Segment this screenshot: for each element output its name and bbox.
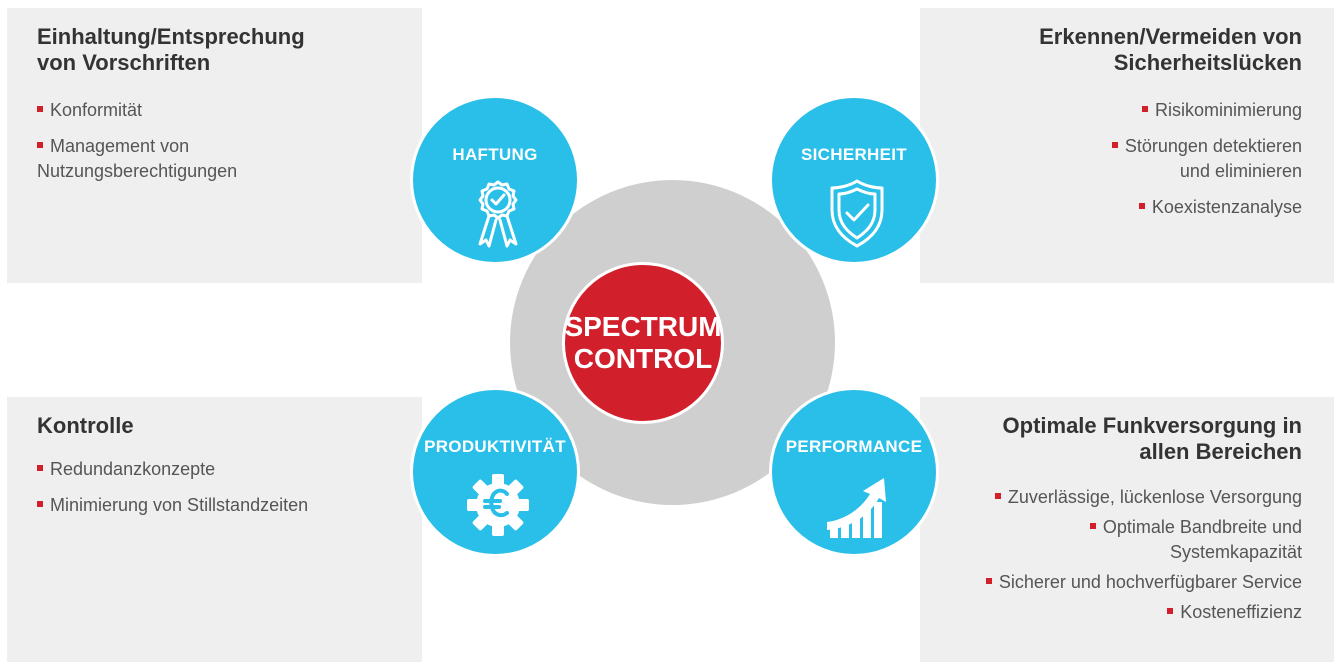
- bullet-marker: [985, 578, 992, 585]
- bullet-marker: [1089, 523, 1096, 530]
- center-title-line1: SPECTRUM: [564, 311, 722, 342]
- list-item: Risikominimierung: [1112, 98, 1302, 123]
- list-item: Zuverlässige, lückenlose Versorgung: [986, 485, 1302, 510]
- bubble-label: SICHERHEIT: [801, 145, 907, 164]
- bullet-marker: [37, 501, 43, 508]
- bullet-list: Redundanzkonzepte Minimierung von Stills…: [37, 457, 308, 529]
- list-item: Konformität: [37, 98, 237, 123]
- bubble-label: HAFTUNG: [452, 145, 538, 164]
- list-item: Redundanzkonzepte: [37, 457, 308, 482]
- bubble-label: PRODUKTIVITÄT: [424, 437, 566, 456]
- panel-control: Kontrolle Redundanzkonzepte Minimierung …: [7, 397, 422, 662]
- panel-radio-coverage: Optimale Funkversorgung in allen Bereich…: [920, 397, 1334, 662]
- list-item: Minimierung von Stillstandzeiten: [37, 493, 308, 518]
- bubble-produktivitaet: PRODUKTIVITÄT: [410, 387, 580, 557]
- bullet-marker: [1138, 203, 1145, 210]
- list-item: Sicherer und hochverfügbarer Service: [985, 570, 1302, 595]
- bubble-label: PERFORMANCE: [785, 437, 923, 456]
- bullet-marker: [1167, 608, 1174, 615]
- center-title-line2: CONTROL: [573, 343, 713, 374]
- panel-heading: Optimale Funkversorgung in allen Bereich…: [1002, 413, 1302, 464]
- bullet-marker: [37, 465, 43, 472]
- bullet-list: Zuverlässige, lückenlose Versorgung Opti…: [985, 485, 1302, 630]
- panel-heading: Erkennen/Vermeiden von Sicherheitslücken: [1039, 24, 1302, 75]
- list-item: Kosteneffizienz: [986, 600, 1302, 625]
- bubble-haftung: HAFTUNG: [410, 95, 580, 265]
- bullet-marker: [37, 142, 43, 149]
- panel-heading: Kontrolle: [37, 413, 134, 438]
- shield-check-icon: [830, 179, 884, 248]
- bullet-marker: [37, 106, 43, 113]
- panel-heading: Einhaltung/Entsprechung von Vorschriften: [37, 24, 305, 75]
- gear-euro-icon: [467, 474, 529, 536]
- growth-chart-icon: [827, 478, 886, 538]
- bullet-marker: [994, 493, 1001, 500]
- panel-security-gaps: Erkennen/Vermeiden von Sicherheitslücken…: [920, 8, 1334, 283]
- list-item: Koexistenzanalyse: [1112, 195, 1302, 220]
- award-ribbon-icon: [478, 180, 518, 248]
- bullet-marker: [1111, 142, 1118, 149]
- panel-compliance: Einhaltung/Entsprechung von Vorschriften…: [7, 8, 422, 283]
- bullet-marker: [1141, 106, 1148, 113]
- bubble-sicherheit: SICHERHEIT: [769, 95, 939, 265]
- bubble-performance: PERFORMANCE: [769, 387, 939, 557]
- center-spectrum-control: SPECTRUM CONTROL: [562, 262, 724, 424]
